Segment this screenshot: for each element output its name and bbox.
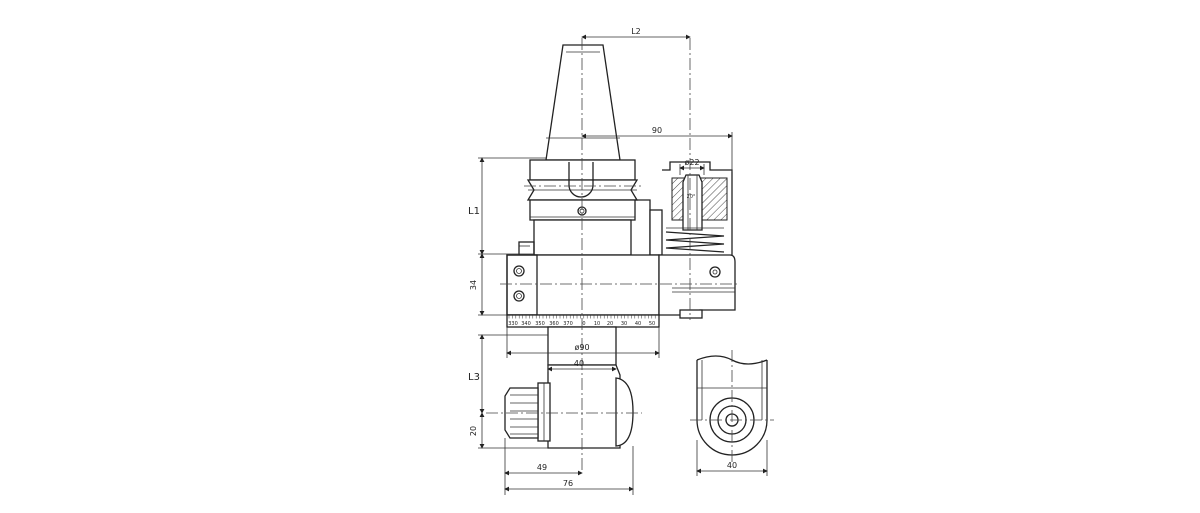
scale-label: 50 — [649, 321, 655, 327]
dim-90-top-label: 90 — [652, 126, 662, 135]
dim-76: 76 — [504, 446, 634, 495]
scale-label: 340 — [521, 321, 531, 327]
taper-shank — [545, 44, 621, 161]
scale-label: 20 — [607, 321, 613, 327]
dim-40-mid-label: 40 — [574, 359, 584, 368]
dim-40-side: 40 — [696, 440, 768, 476]
dim-l3: L3 — [468, 334, 548, 414]
dim-20: 20 — [469, 412, 548, 449]
dim-phi90-label: ø90 — [574, 343, 589, 352]
scale-label: 40 — [635, 321, 641, 327]
side-view — [690, 350, 774, 462]
scale-label: 10 — [594, 321, 600, 327]
dim-angle-label: 20° — [687, 194, 696, 200]
dim-phi22: ø22 20° — [679, 158, 705, 200]
dim-90-top: 90 — [581, 126, 733, 172]
main-housing — [506, 254, 736, 319]
dim-phi22-label: ø22 — [684, 158, 699, 167]
scale-label: 360 — [549, 321, 559, 327]
dim-40-mid: 40 — [547, 359, 617, 372]
dim-40-side-label: 40 — [727, 461, 737, 470]
angle-scale: 330 340 350 360 370 0 10 20 30 40 50 — [506, 314, 660, 328]
dim-34-label: 34 — [469, 280, 478, 290]
dim-49: 49 — [504, 438, 583, 495]
dim-phi90: ø90 — [506, 327, 660, 358]
dim-l2: L2 — [581, 27, 691, 40]
dim-76-label: 76 — [563, 479, 573, 488]
spring — [665, 227, 725, 253]
dim-l1-label: L1 — [468, 206, 480, 217]
dim-49-label: 49 — [537, 463, 547, 472]
stop-block — [635, 161, 733, 256]
dim-34: 34 — [469, 253, 507, 316]
dim-l3-label: L3 — [468, 372, 480, 383]
scale-label: 0 — [582, 321, 585, 327]
scale-label: 370 — [563, 321, 573, 327]
dim-20-label: 20 — [469, 426, 478, 436]
scale-label: 330 — [508, 321, 518, 327]
spindle-housing — [486, 326, 642, 449]
scale-label: 350 — [535, 321, 545, 327]
dim-l2-label: L2 — [631, 27, 641, 36]
scale-label: 30 — [621, 321, 627, 327]
flange-body — [518, 159, 639, 256]
dim-l1: L1 — [468, 157, 546, 255]
